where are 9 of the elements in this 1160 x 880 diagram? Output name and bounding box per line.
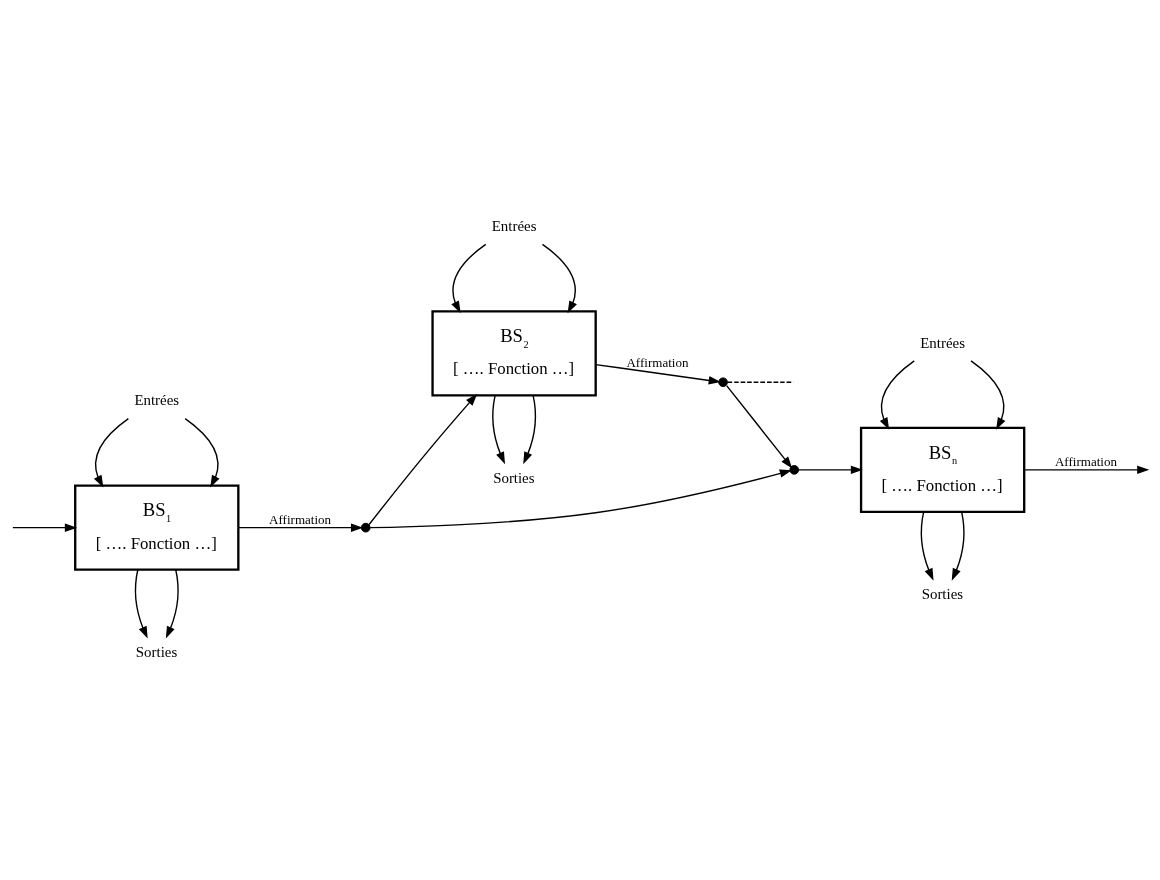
edge-label: Affirmation bbox=[1054, 453, 1117, 469]
node-text: Entrées bbox=[134, 391, 180, 408]
edge-label: Affirmation bbox=[269, 511, 332, 527]
node-text: Entrées bbox=[920, 334, 965, 351]
node-text: Sorties bbox=[135, 643, 178, 660]
edge-label: Affirmation bbox=[626, 354, 689, 370]
node-text: Sorties bbox=[493, 469, 535, 486]
node-text: Entrées bbox=[491, 217, 537, 234]
node-text: Sorties bbox=[921, 585, 964, 602]
